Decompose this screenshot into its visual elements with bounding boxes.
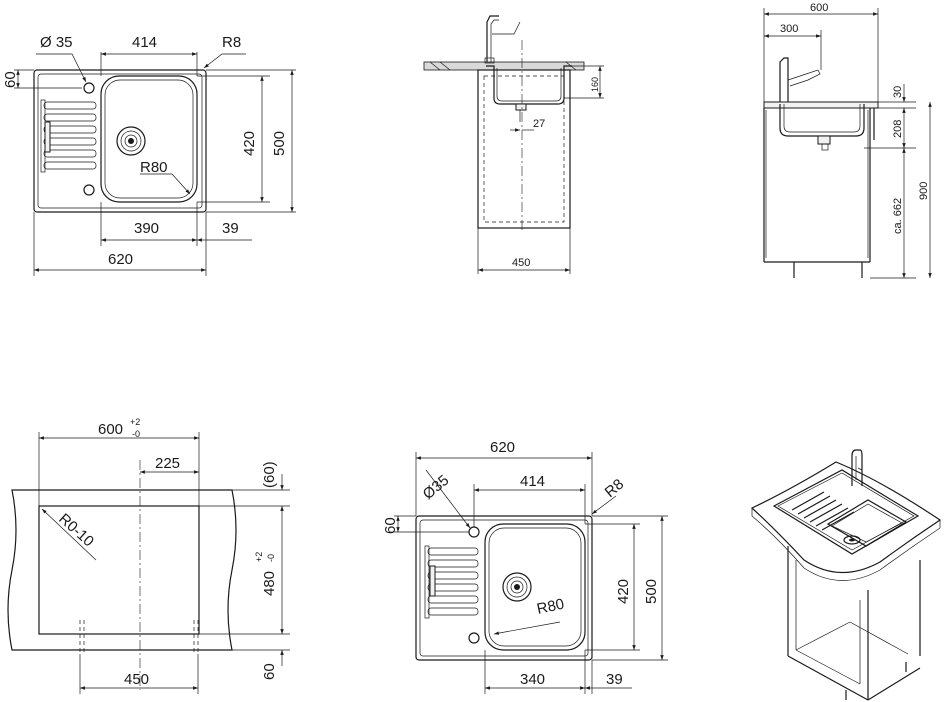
height-500-label: 500	[271, 131, 288, 156]
bowl2-outline	[484, 523, 586, 651]
sink-outline	[33, 69, 207, 213]
iso-drain	[843, 535, 861, 545]
plan2-340-label: 340	[520, 671, 545, 688]
plan2-r80-label: R80	[535, 596, 565, 618]
cutout-rect	[38, 505, 200, 635]
side-countertop	[763, 101, 879, 109]
bowl-section	[486, 65, 572, 105]
plan2-39-label: 39	[606, 671, 623, 688]
rim-30-label: 30	[892, 86, 904, 98]
cutout-radius-label: R0-10	[55, 510, 97, 550]
cutout-600-label: 600	[98, 421, 123, 438]
side-view: 600 300 30 208 ca. 662 900	[763, 2, 932, 279]
plan2-60-label: 60	[382, 517, 399, 534]
cutout-top-60-label: (60)	[261, 461, 278, 488]
iso-countertop	[750, 461, 942, 574]
height-420-label: 420	[241, 131, 258, 156]
plan2-620-label: 620	[490, 439, 515, 456]
iso-sink-rim	[772, 469, 920, 555]
bowl-outline	[100, 75, 198, 203]
cutout-tol-plus: +2	[130, 417, 140, 427]
cutout-480-label: 480	[261, 571, 278, 596]
tap-hole-2	[468, 526, 480, 538]
height-900-label: 900	[918, 182, 930, 200]
overflow-hole	[83, 184, 95, 196]
plan2-420-label: 420	[615, 579, 632, 604]
drain-27-label: 27	[533, 118, 545, 130]
cabinet	[477, 69, 571, 229]
sink2-outline	[415, 515, 593, 661]
width-414-label: 414	[132, 34, 157, 51]
ca-662-label: ca. 662	[892, 198, 904, 234]
cabinet-450-label: 450	[512, 257, 530, 269]
radius-r8-label: R8	[222, 34, 241, 51]
drain-strainer-2	[502, 572, 532, 602]
side-width-600-label: 600	[810, 2, 828, 14]
section-view: 160 27 450	[423, 15, 604, 274]
tap-hole	[83, 82, 95, 94]
cutout-bottom-60-label: 60	[261, 663, 278, 680]
faucet	[486, 15, 499, 62]
drainer-ribs	[40, 99, 97, 173]
depth-160-label: 160	[590, 77, 600, 92]
top-plan-view: Ø 35 414 R8 60 420 500 R80 390 39 620	[2, 34, 296, 276]
cutout-480-tol-minus: -0	[266, 554, 276, 562]
isometric-view	[750, 449, 942, 701]
side-faucet	[779, 57, 789, 102]
dia-label: Ø 35	[40, 34, 73, 51]
iso-bowl	[826, 499, 908, 547]
left-60-label: 60	[2, 71, 19, 88]
bowl-208-label: 208	[892, 120, 904, 138]
countertop-outline	[7, 489, 237, 651]
side-bowl	[779, 104, 865, 137]
bottom-plan-view: 620 Ø35 414 R8 60 420 500 R80 340 39	[382, 439, 668, 694]
radius-r80-label: R80	[140, 159, 168, 176]
iso-drainer-ribs	[791, 491, 855, 531]
overflow-hole-2	[468, 632, 480, 644]
iso-faucet	[851, 449, 863, 486]
drainer2-ribs	[424, 545, 479, 619]
cutout-view: 600 +2 -0 225 (60) 480 +2 -0 60 R0-10 45…	[7, 417, 290, 694]
plan2-414-label: 414	[520, 473, 545, 490]
bowl-390-label: 390	[134, 220, 159, 237]
total-620-label: 620	[108, 251, 133, 268]
plan2-500-label: 500	[643, 579, 660, 604]
cutout-450-label: 450	[124, 671, 149, 688]
plan2-r8-label: R8	[602, 476, 628, 501]
offset-300-label: 300	[780, 23, 798, 35]
cutout-480-tol-plus: +2	[254, 552, 264, 562]
edge-39-label: 39	[222, 220, 239, 237]
cutout-tol-minus: -0	[132, 429, 140, 439]
offset-225-label: 225	[155, 455, 180, 472]
drain-strainer	[116, 126, 146, 156]
